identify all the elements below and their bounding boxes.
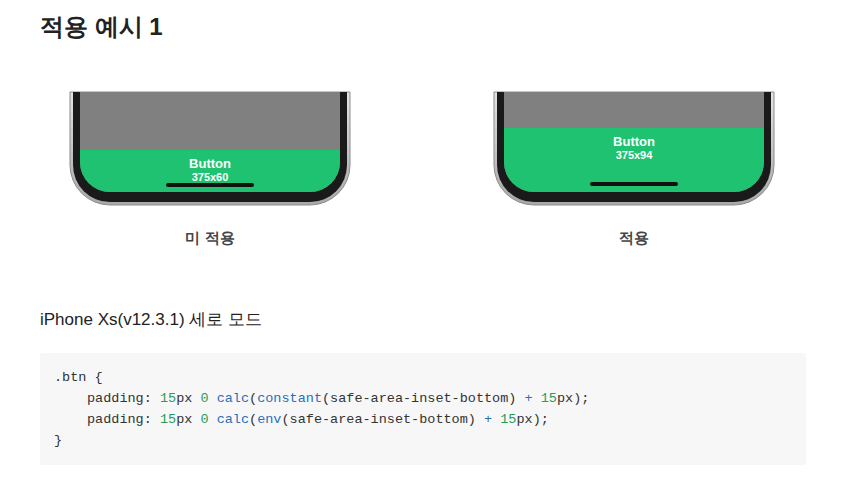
code-token: px);: [516, 412, 548, 427]
code-token: 15: [160, 412, 176, 427]
code-token: (safe-area-inset-bottom): [322, 391, 525, 406]
caption-text: 미 적용: [62, 229, 358, 247]
code-token: }: [54, 433, 62, 448]
code-line: padding: 15px 0 calc(env(safe-area-inset…: [54, 409, 792, 430]
code-token: 0: [200, 412, 208, 427]
code-token: 0: [200, 391, 208, 406]
bottom-button: Button375x60: [80, 150, 340, 192]
phone-right: [494, 92, 774, 205]
caption-text: 적용: [486, 229, 782, 247]
code-token: [492, 412, 500, 427]
code-token: [209, 412, 217, 427]
code-token: env: [257, 412, 281, 427]
code-token: 15: [160, 391, 176, 406]
code-token: (safe-area-inset-bottom): [281, 412, 484, 427]
button-size: 375x94: [504, 149, 764, 161]
code-token: px: [176, 391, 200, 406]
code-token: 15: [541, 391, 557, 406]
code-line: padding: 15px 0 calc(constant(safe-area-…: [54, 388, 792, 409]
code-token: (: [249, 412, 257, 427]
device-caption: iPhone Xs(v12.3.1) 세로 모드: [40, 309, 262, 331]
code-token: [533, 391, 541, 406]
code-token: px: [176, 412, 200, 427]
code-token: +: [484, 412, 492, 427]
code-token: calc: [217, 412, 249, 427]
phone-mockup: 미 적용 Button375x60: [62, 88, 358, 254]
code-token: 15: [500, 412, 516, 427]
phone-left: [70, 92, 350, 205]
code-token: [209, 391, 217, 406]
code-block: .btn {padding: 15px 0 calc(constant(safe…: [40, 353, 806, 465]
button-size: 375x60: [80, 171, 340, 183]
code-line: .btn {: [54, 367, 792, 388]
code-token: padding:: [87, 391, 160, 406]
code-token: constant: [257, 391, 322, 406]
button-label: Button: [80, 156, 340, 171]
code-line: }: [54, 430, 792, 451]
code-token: .btn {: [54, 370, 103, 385]
page-title: 적용 예시 1: [40, 12, 163, 42]
phone-mockup: 적용 Button375x94: [486, 88, 782, 254]
code-token: calc: [217, 391, 249, 406]
code-token: padding:: [87, 412, 160, 427]
button-label: Button: [504, 134, 764, 149]
bottom-button: Button375x94: [504, 128, 764, 192]
code-token: (: [249, 391, 257, 406]
code-token: px);: [557, 391, 589, 406]
code-token: +: [525, 391, 533, 406]
